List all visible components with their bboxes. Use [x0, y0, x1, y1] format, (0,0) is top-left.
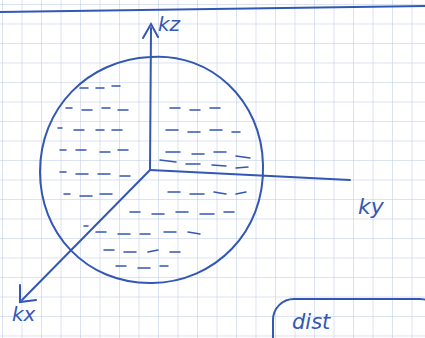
- axis-label: kx: [12, 304, 35, 324]
- axis-label: kz: [158, 14, 180, 34]
- axis-label: ky: [358, 196, 384, 218]
- note-bubble: dist: [272, 298, 425, 338]
- note-text: dist: [292, 312, 330, 333]
